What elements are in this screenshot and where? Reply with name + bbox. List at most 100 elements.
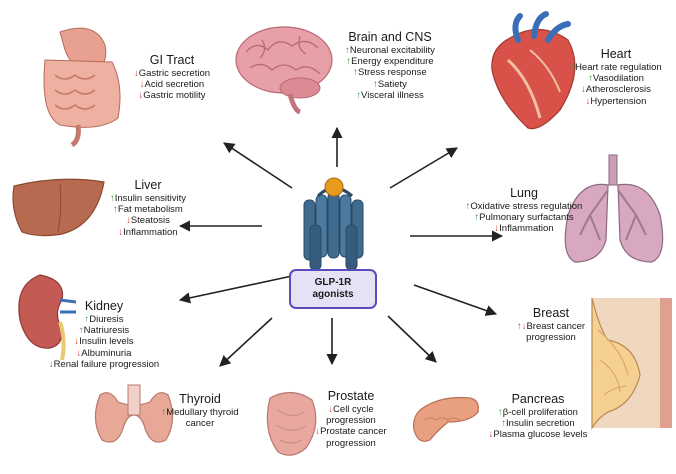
heart-effect: ↑Heart rate regulation (568, 62, 664, 73)
kidney-effect-text: Albuminuria (81, 347, 132, 359)
down-arrow-icon: ↓ (48, 358, 54, 370)
thyroid-block: Thyroid ↑Medullary thyroid cancer (150, 392, 250, 429)
down-arrow-icon: ↓ (74, 336, 80, 348)
heart-effects: ↑Heart rate regulation↑ Vasodilation ↓Athe… (568, 62, 664, 107)
breast-block: Breast ↑↓Breast cancer progression (504, 306, 598, 343)
gi-effects: ↓Gastric secretion↓Acid secretion↓Gastri… (122, 68, 222, 102)
thyroid-effect-text: Medullary thyroid cancer (166, 407, 239, 430)
lung-effect: ↓Inflammation (460, 223, 588, 234)
pancreas-block: Pancreas ↑β-cell proliferation↑Insulin s… (476, 392, 600, 441)
prostate-block: Prostate ↓Cell cycle progression↓Prostat… (308, 389, 394, 449)
brain-effect: ↑Energy expenditure (328, 56, 452, 67)
gi-title: GI Tract (149, 53, 195, 67)
brain-effect: ↑Stress response (328, 67, 452, 78)
up-arrow-icon: ↑ (356, 89, 362, 101)
up-arrow-icon: ↑ (465, 201, 471, 212)
liver-effect-text: Inflammation (123, 226, 178, 238)
pancreas-effect: ↑Insulin secretion (476, 418, 600, 429)
receptor-icon (303, 177, 364, 271)
arrow-gi (223, 142, 293, 189)
arrow-breast (413, 284, 498, 316)
liver-title: Liver (134, 178, 162, 192)
brain-title: Brain and CNS (348, 30, 432, 44)
heart-effect-text: Atherosclerosis (585, 84, 651, 96)
pancreas-effect-text: Insulin secretion (506, 418, 575, 430)
liver-effect-text: Fat metabolism (117, 204, 183, 216)
up-arrow-icon: ↑ (345, 45, 350, 56)
liver-effect: ↓Steatosis (100, 215, 196, 226)
down-arrow-icon: ↓ (138, 90, 144, 102)
gi-effect: ↓Acid secretion (122, 79, 222, 90)
up-arrow-icon: ↑ (570, 62, 576, 73)
liver-effect-text: Steatosis (130, 215, 170, 227)
pancreas-icon (413, 396, 479, 442)
prostate-effects: ↓Cell cycle progression↓Prostate cancer … (308, 404, 394, 449)
lung-block: Lung ↑Oxidative stress regulation↑Pulmon… (460, 186, 588, 235)
down-arrow-icon: ↓ (581, 84, 586, 96)
up-arrow-icon: ↑ (113, 204, 118, 216)
arrow-thyroid (219, 317, 273, 367)
breast-effects: ↑↓Breast cancer progression (504, 321, 598, 343)
up-arrow-icon: ↑ (474, 212, 480, 224)
lung-effect-text: Oxidative stress regulation (470, 201, 583, 212)
brain-block: Brain and CNS ↑Neuronal excitability↑Ene… (328, 30, 452, 101)
thyroid-icon (94, 384, 174, 443)
kidney-effect: ↑Natriuresis (46, 325, 162, 336)
gi-effect-text: Gastric secretion (138, 68, 211, 79)
up-arrow-icon: ↑ (109, 193, 115, 204)
brain-effect-text: Stress response (358, 67, 427, 79)
arrow-kidney (178, 275, 293, 304)
liver-effects: ↑Insulin sensitivity↑Fat metabolism↓Stea… (100, 193, 196, 238)
liver-effect: ↑Fat metabolism (100, 204, 196, 215)
pancreas-effects: ↑β-cell proliferation↑Insulin secretion↓… (476, 407, 600, 441)
heart-title: Heart (600, 47, 632, 61)
pancreas-effect: ↑β-cell proliferation (476, 407, 600, 418)
up-arrow-icon: ↑ (84, 314, 90, 325)
liver-block: Liver ↑Insulin sensitivity↑Fat metabolis… (100, 178, 196, 238)
heart-effect-text: Vasodilation (592, 73, 644, 85)
breast-icon (591, 297, 672, 431)
lung-icon (564, 154, 664, 263)
lung-title: Lung (510, 186, 538, 200)
pancreas-effect-text: β-cell proliferation (502, 407, 578, 418)
heart-block: Heart ↑Heart rate regulation↑ Vasodilatio… (568, 47, 664, 107)
up-arrow-icon: ↑ (161, 407, 167, 418)
kidney-effect: ↑Diuresis (46, 314, 162, 325)
prostate-effect: ↓Prostate cancer progression (308, 426, 394, 448)
down-arrow-icon: ↓ (328, 404, 334, 415)
down-arrow-icon: ↓ (76, 347, 82, 359)
brain-effect: ↑Neuronal excitability (328, 45, 452, 56)
brain-effect-text: Visceral illness (361, 89, 424, 101)
kidney-effect: ↓Renal failure progression (46, 359, 162, 370)
prostate-title: Prostate (327, 389, 375, 403)
down-arrow-icon: ↓ (126, 215, 131, 227)
prostate-effect-text: Prostate cancer progression (320, 426, 387, 449)
heart-effect: ↓Hypertension (568, 96, 664, 107)
liver-effect-text: Insulin sensitivity (114, 193, 187, 204)
down-arrow-icon: ↓ (118, 226, 124, 238)
down-arrow-icon: ↓ (139, 79, 145, 91)
thyroid-effect: ↑Medullary thyroid cancer (150, 407, 250, 429)
kidney-icon (18, 274, 77, 361)
brain-effects: ↑Neuronal excitability↑Energy expenditur… (328, 45, 452, 101)
gi-effect-text: Gastric motility (143, 90, 206, 102)
pancreas-effect: ↓Plasma glucose levels (476, 429, 600, 440)
down-arrow-icon: ↓ (521, 321, 527, 332)
heart-effect-text: Hypertension (590, 95, 647, 107)
pancreas-title: Pancreas (511, 392, 565, 406)
kidney-block: Kidney ↑Diuresis↑Natriuresis↓Insulin lev… (46, 299, 162, 370)
liver-effect: ↑Insulin sensitivity (100, 193, 196, 204)
kidney-effect-text: Insulin levels (79, 336, 134, 348)
up-arrow-icon: ↑ (498, 407, 503, 418)
lung-effect-text: Pulmonary surfactants (479, 212, 574, 224)
kidney-effect-text: Diuresis (89, 314, 124, 325)
up-arrow-icon: ↑ (501, 418, 507, 430)
heart-icon (491, 11, 576, 130)
down-arrow-icon: ↓ (488, 429, 494, 441)
brain-effect-text: Energy expenditure (351, 56, 434, 68)
lung-effect-text: Inflammation (499, 223, 554, 235)
pancreas-effect-text: Plasma glucose levels (493, 429, 588, 441)
down-arrow-icon: ↓ (494, 223, 500, 235)
center-box: GLP-1R agonists (289, 269, 377, 309)
kidney-effect: ↓Albuminuria (46, 348, 162, 359)
